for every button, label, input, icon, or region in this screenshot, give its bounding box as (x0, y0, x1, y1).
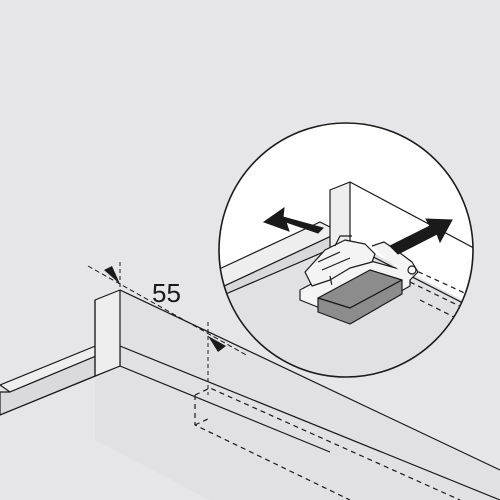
hidden-runner-lines (194, 387, 461, 500)
dimension-55: 55 (87, 262, 249, 395)
detail-back-edge (349, 244, 473, 323)
cabinet-side-panel (95, 290, 500, 500)
panel-inner-edge (119, 345, 500, 500)
arrow-right-icon (389, 218, 453, 255)
front-post-side (0, 300, 96, 416)
cabinet-drawing (0, 289, 500, 500)
clip-mechanism-detail (317, 235, 352, 287)
panel-top-edge (119, 289, 500, 471)
clip-pin (407, 265, 417, 275)
front-post (94, 289, 121, 377)
clip-dark-front (317, 279, 403, 325)
clip-end-tab (371, 241, 419, 281)
panel-lower-edge (119, 365, 331, 453)
detail-back-top (349, 181, 473, 263)
arrow-left-icon (262, 206, 324, 234)
dimension-line (87, 265, 249, 357)
dimension-arrow-right-icon (208, 336, 226, 352)
detail-circle-outline (218, 122, 474, 378)
detail-callout (218, 122, 474, 378)
dimension-arrow-left-icon (104, 266, 120, 284)
coupling-clip (299, 235, 419, 325)
dimension-label: 55 (152, 278, 181, 308)
